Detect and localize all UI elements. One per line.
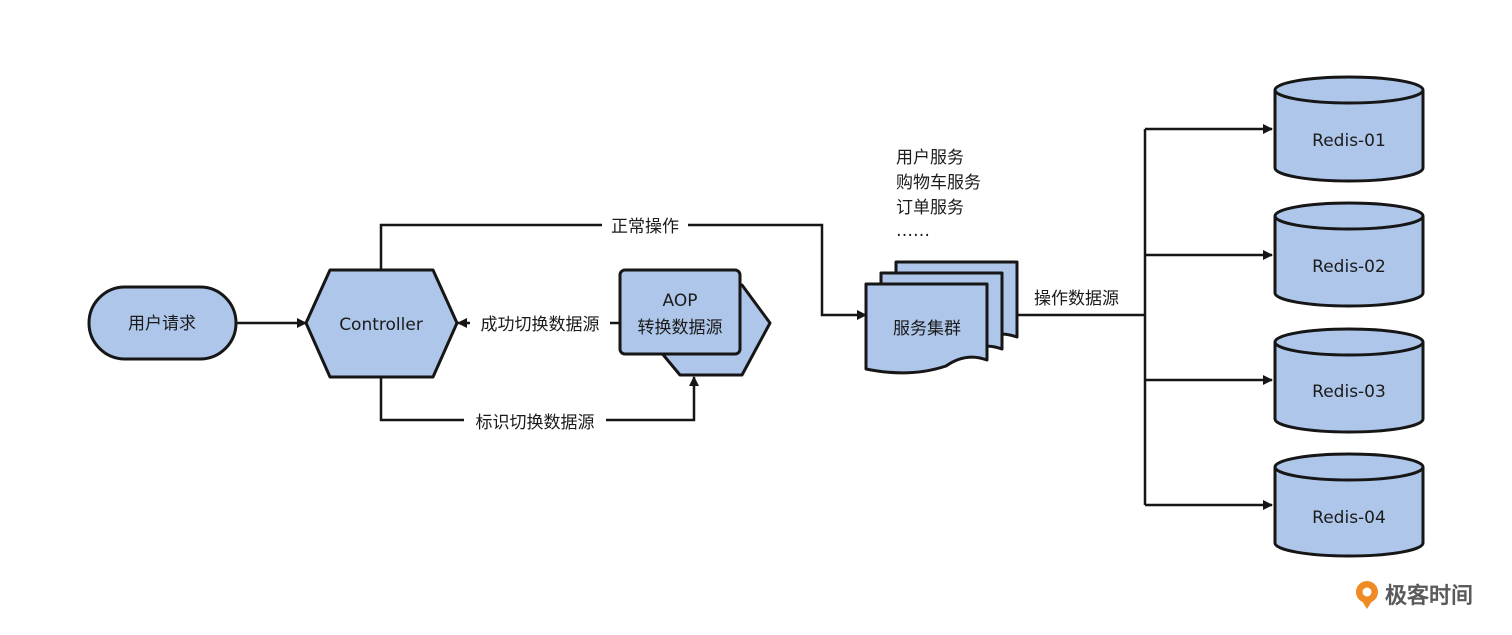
services-list-item: 用户服务	[896, 148, 964, 168]
node-service-cluster-label: 服务集群	[893, 319, 961, 339]
services-list-item: 订单服务	[896, 198, 964, 218]
label-normal-operation: 正常操作	[611, 217, 679, 237]
label-switch-success: 成功切换数据源	[481, 315, 600, 335]
node-aop-label-2: 转换数据源	[638, 318, 723, 338]
node-redis-04: Redis-04	[1273, 452, 1425, 558]
services-list-item: 购物车服务	[896, 173, 981, 193]
node-aop-label-1: AOP	[663, 291, 698, 311]
node-redis-03: Redis-03	[1273, 327, 1425, 434]
node-controller-label: Controller	[339, 315, 423, 335]
services-list-item: ……	[896, 221, 930, 241]
geektime-logo-icon	[1356, 581, 1378, 609]
edge-normal-operation	[379, 223, 867, 320]
brand-name: 极客时间	[1385, 583, 1473, 609]
node-aop: AOP 转换数据源	[618, 268, 772, 377]
node-user-request-label: 用户请求	[128, 314, 196, 334]
node-redis-04-label: Redis-04	[1312, 508, 1386, 528]
node-user-request: 用户请求	[87, 285, 238, 361]
label-mark-switch: 标识切换数据源	[476, 413, 595, 433]
node-redis-01: Redis-01	[1273, 75, 1425, 183]
brand-logo: 极客时间	[1356, 581, 1473, 609]
node-redis-01-label: Redis-01	[1312, 131, 1386, 151]
node-service-cluster: 服务集群	[864, 260, 1019, 375]
node-redis-02: Redis-02	[1273, 201, 1425, 308]
label-operate-datasource: 操作数据源	[1034, 289, 1119, 309]
services-list: 用户服务 购物车服务 订单服务 ……	[896, 148, 981, 241]
node-redis-02-label: Redis-02	[1312, 257, 1386, 277]
node-redis-03-label: Redis-03	[1312, 382, 1386, 402]
node-controller: Controller	[304, 268, 459, 379]
